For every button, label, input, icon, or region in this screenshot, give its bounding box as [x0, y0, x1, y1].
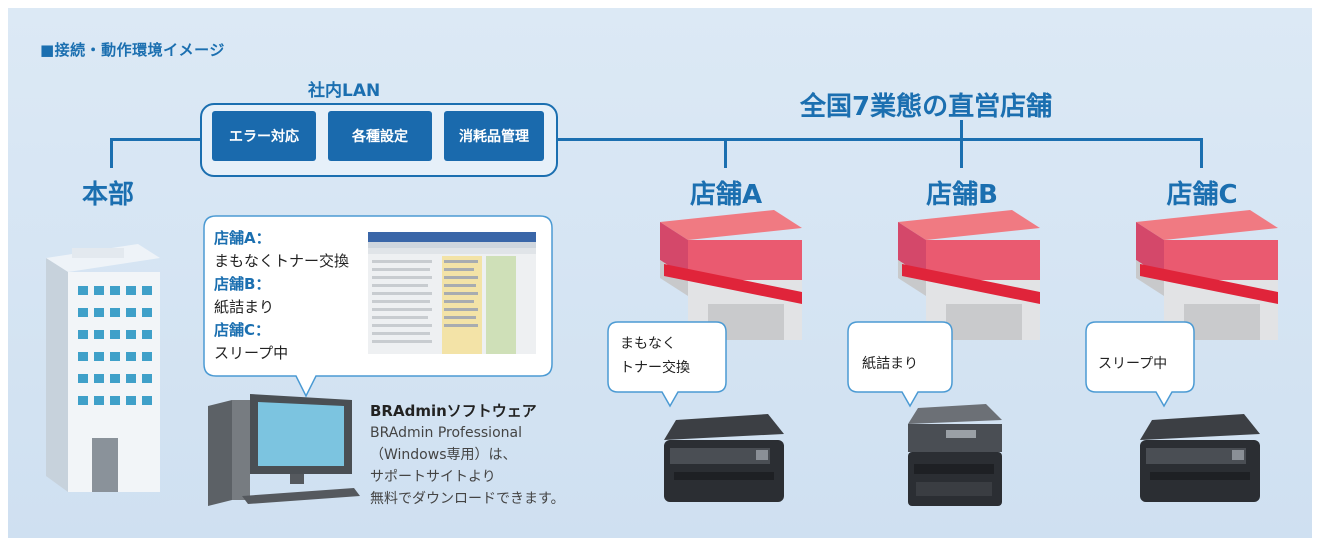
section-heading: ■接続・動作環境イメージ	[40, 41, 225, 59]
store-b-bubble-text: 紙詰まり	[862, 356, 918, 372]
store-b-bubble	[847, 321, 953, 408]
callout-store-c: 店舗C：	[214, 321, 271, 339]
software-description: BRAdmin Professional （Windows専用）は、 サポートサ…	[370, 422, 565, 510]
callout-line-1: 店舗A：	[214, 226, 271, 251]
stores-heading-stem	[960, 120, 963, 140]
callout-line-5: 店舗C：	[214, 318, 270, 343]
store-c-drop-line	[1200, 138, 1203, 168]
store-c-label: 店舗C	[1166, 180, 1238, 210]
store-c-bubble	[1085, 321, 1195, 408]
callout-line-2: まもなくトナー交換	[214, 249, 349, 274]
callout-line-6: スリープ中	[214, 341, 288, 366]
diagram-canvas: ■接続・動作環境イメージ 社内LAN 全国7業態の直営店舗 エラー対応 各種設定…	[8, 8, 1312, 538]
software-line-2: （Windows専用）は、	[370, 447, 517, 463]
main-network-line	[110, 138, 1202, 141]
callout-line-4: 紙詰まり	[214, 295, 274, 320]
store-c-printer-icon	[1140, 414, 1260, 502]
software-title: BRAdminソフトウェア	[370, 402, 537, 420]
pc-icon	[208, 394, 360, 506]
store-a-drop-line	[724, 138, 727, 168]
callout-store-a-status: まもなくトナー交換	[214, 252, 350, 270]
store-a-printer-icon	[664, 414, 784, 502]
callout-store-a: 店舗A：	[214, 229, 271, 247]
consumables-button[interactable]: 消耗品管理	[444, 111, 544, 161]
error-handling-button[interactable]: エラー対応	[212, 111, 316, 161]
store-c-building-icon	[1136, 210, 1278, 340]
callout-store-c-status: スリープ中	[214, 344, 289, 362]
hq-label: 本部	[82, 180, 135, 210]
stores-heading: 全国7業態の直営店舗	[800, 92, 1053, 122]
store-a-bubble-text: まもなく トナー交換	[620, 336, 690, 376]
store-c-bubble-text: スリープ中	[1098, 356, 1168, 372]
store-b-drop-line	[960, 120, 963, 168]
settings-button[interactable]: 各種設定	[328, 111, 432, 161]
admin-screenshot-thumbnail	[368, 232, 536, 354]
lan-label: 社内LAN	[308, 81, 381, 101]
software-line-1: BRAdmin Professional	[370, 425, 522, 441]
callout-store-b-status: 紙詰まり	[214, 298, 275, 316]
software-line-3: サポートサイトより	[370, 469, 496, 485]
hq-building-icon	[46, 244, 160, 492]
software-line-4: 無料でダウンロードできます。	[370, 491, 565, 507]
store-b-printer-icon	[908, 404, 1002, 506]
store-b-building-icon	[898, 210, 1040, 340]
callout-line-3: 店舗B：	[214, 272, 270, 297]
store-a-label: 店舗A	[689, 180, 763, 210]
store-a-bubble	[607, 321, 727, 408]
store-b-label: 店舗B	[926, 180, 998, 210]
callout-store-b: 店舗B：	[214, 275, 271, 293]
hq-drop-line	[110, 138, 113, 168]
